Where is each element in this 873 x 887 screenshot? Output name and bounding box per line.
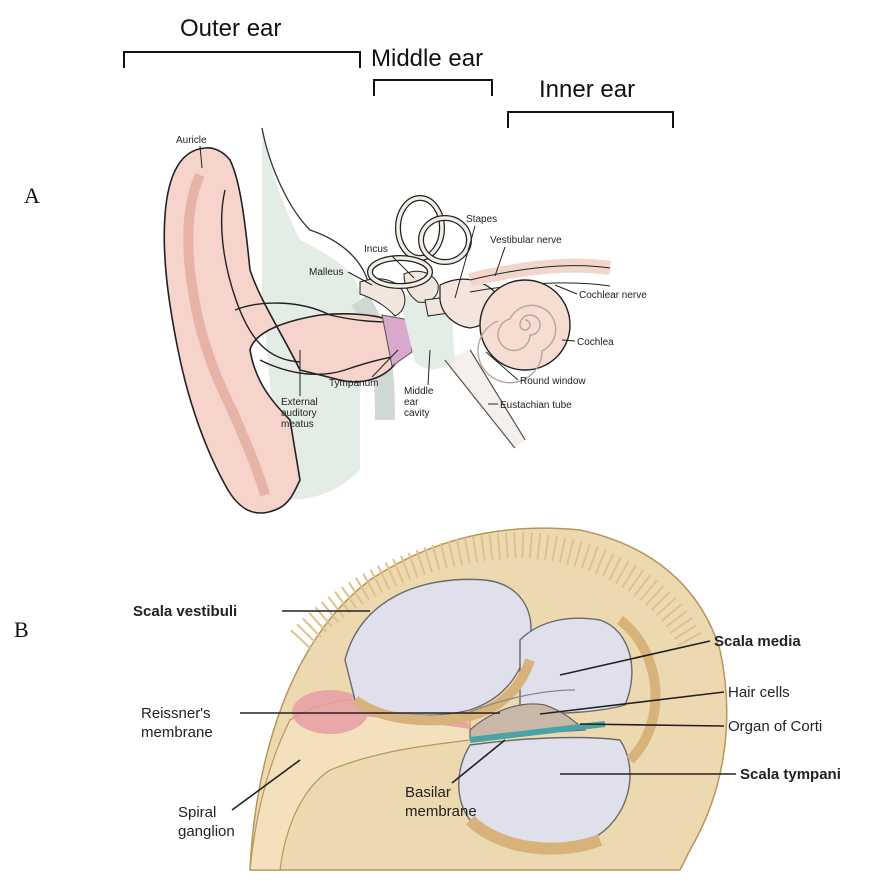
outer-ear-bracket (124, 52, 360, 68)
label-external-auditory-meatus-1: External (281, 397, 318, 408)
label-tympanum: Tympanum (329, 378, 378, 389)
label-scala-tympani: Scala tympani (740, 766, 841, 783)
label-incus: Incus (364, 244, 388, 255)
panel-b-letter: B (14, 617, 29, 642)
panel-b-illustration (250, 528, 727, 870)
label-round-window: Round window (520, 376, 586, 387)
label-hair-cells: Hair cells (728, 684, 790, 701)
label-stapes: Stapes (466, 214, 497, 225)
label-reissners-membrane-1: Reissner's (141, 705, 211, 722)
inner-ear-bracket (508, 112, 673, 128)
middle-ear-label: Middle ear (371, 45, 483, 72)
label-cochlea: Cochlea (577, 337, 614, 348)
label-eustachian-tube: Eustachian tube (500, 400, 572, 411)
label-scala-media: Scala media (714, 633, 801, 650)
label-external-auditory-meatus-2: auditory (281, 408, 317, 419)
region-brackets: Outer ear Middle ear Inner ear (124, 15, 673, 128)
scala-media-shape (520, 618, 632, 713)
label-spiral-ganglion-1: Spiral (178, 804, 216, 821)
label-middle-ear-cavity-3: cavity (404, 408, 430, 419)
outer-ear-label: Outer ear (180, 15, 281, 42)
label-middle-ear-cavity-2: ear (404, 397, 419, 408)
label-vestibular-nerve: Vestibular nerve (490, 235, 562, 246)
inner-ear-label: Inner ear (539, 76, 635, 103)
label-basilar-membrane-2: membrane (405, 803, 477, 820)
label-spiral-ganglion-2: ganglion (178, 823, 235, 840)
label-auricle: Auricle (176, 135, 207, 146)
panel-a-illustration (164, 128, 610, 513)
panel-a-letter: A (24, 183, 40, 208)
label-organ-of-corti: Organ of Corti (728, 718, 822, 735)
label-malleus: Malleus (309, 267, 343, 278)
middle-ear-bracket (374, 80, 492, 96)
label-external-auditory-meatus-3: meatus (281, 419, 314, 430)
label-cochlear-nerve: Cochlear nerve (579, 290, 647, 301)
cochlea-shape (480, 280, 570, 370)
label-middle-ear-cavity-1: Middle (404, 386, 434, 397)
label-scala-vestibuli: Scala vestibuli (133, 603, 237, 620)
label-basilar-membrane-1: Basilar (405, 784, 451, 801)
label-reissners-membrane-2: membrane (141, 724, 213, 741)
